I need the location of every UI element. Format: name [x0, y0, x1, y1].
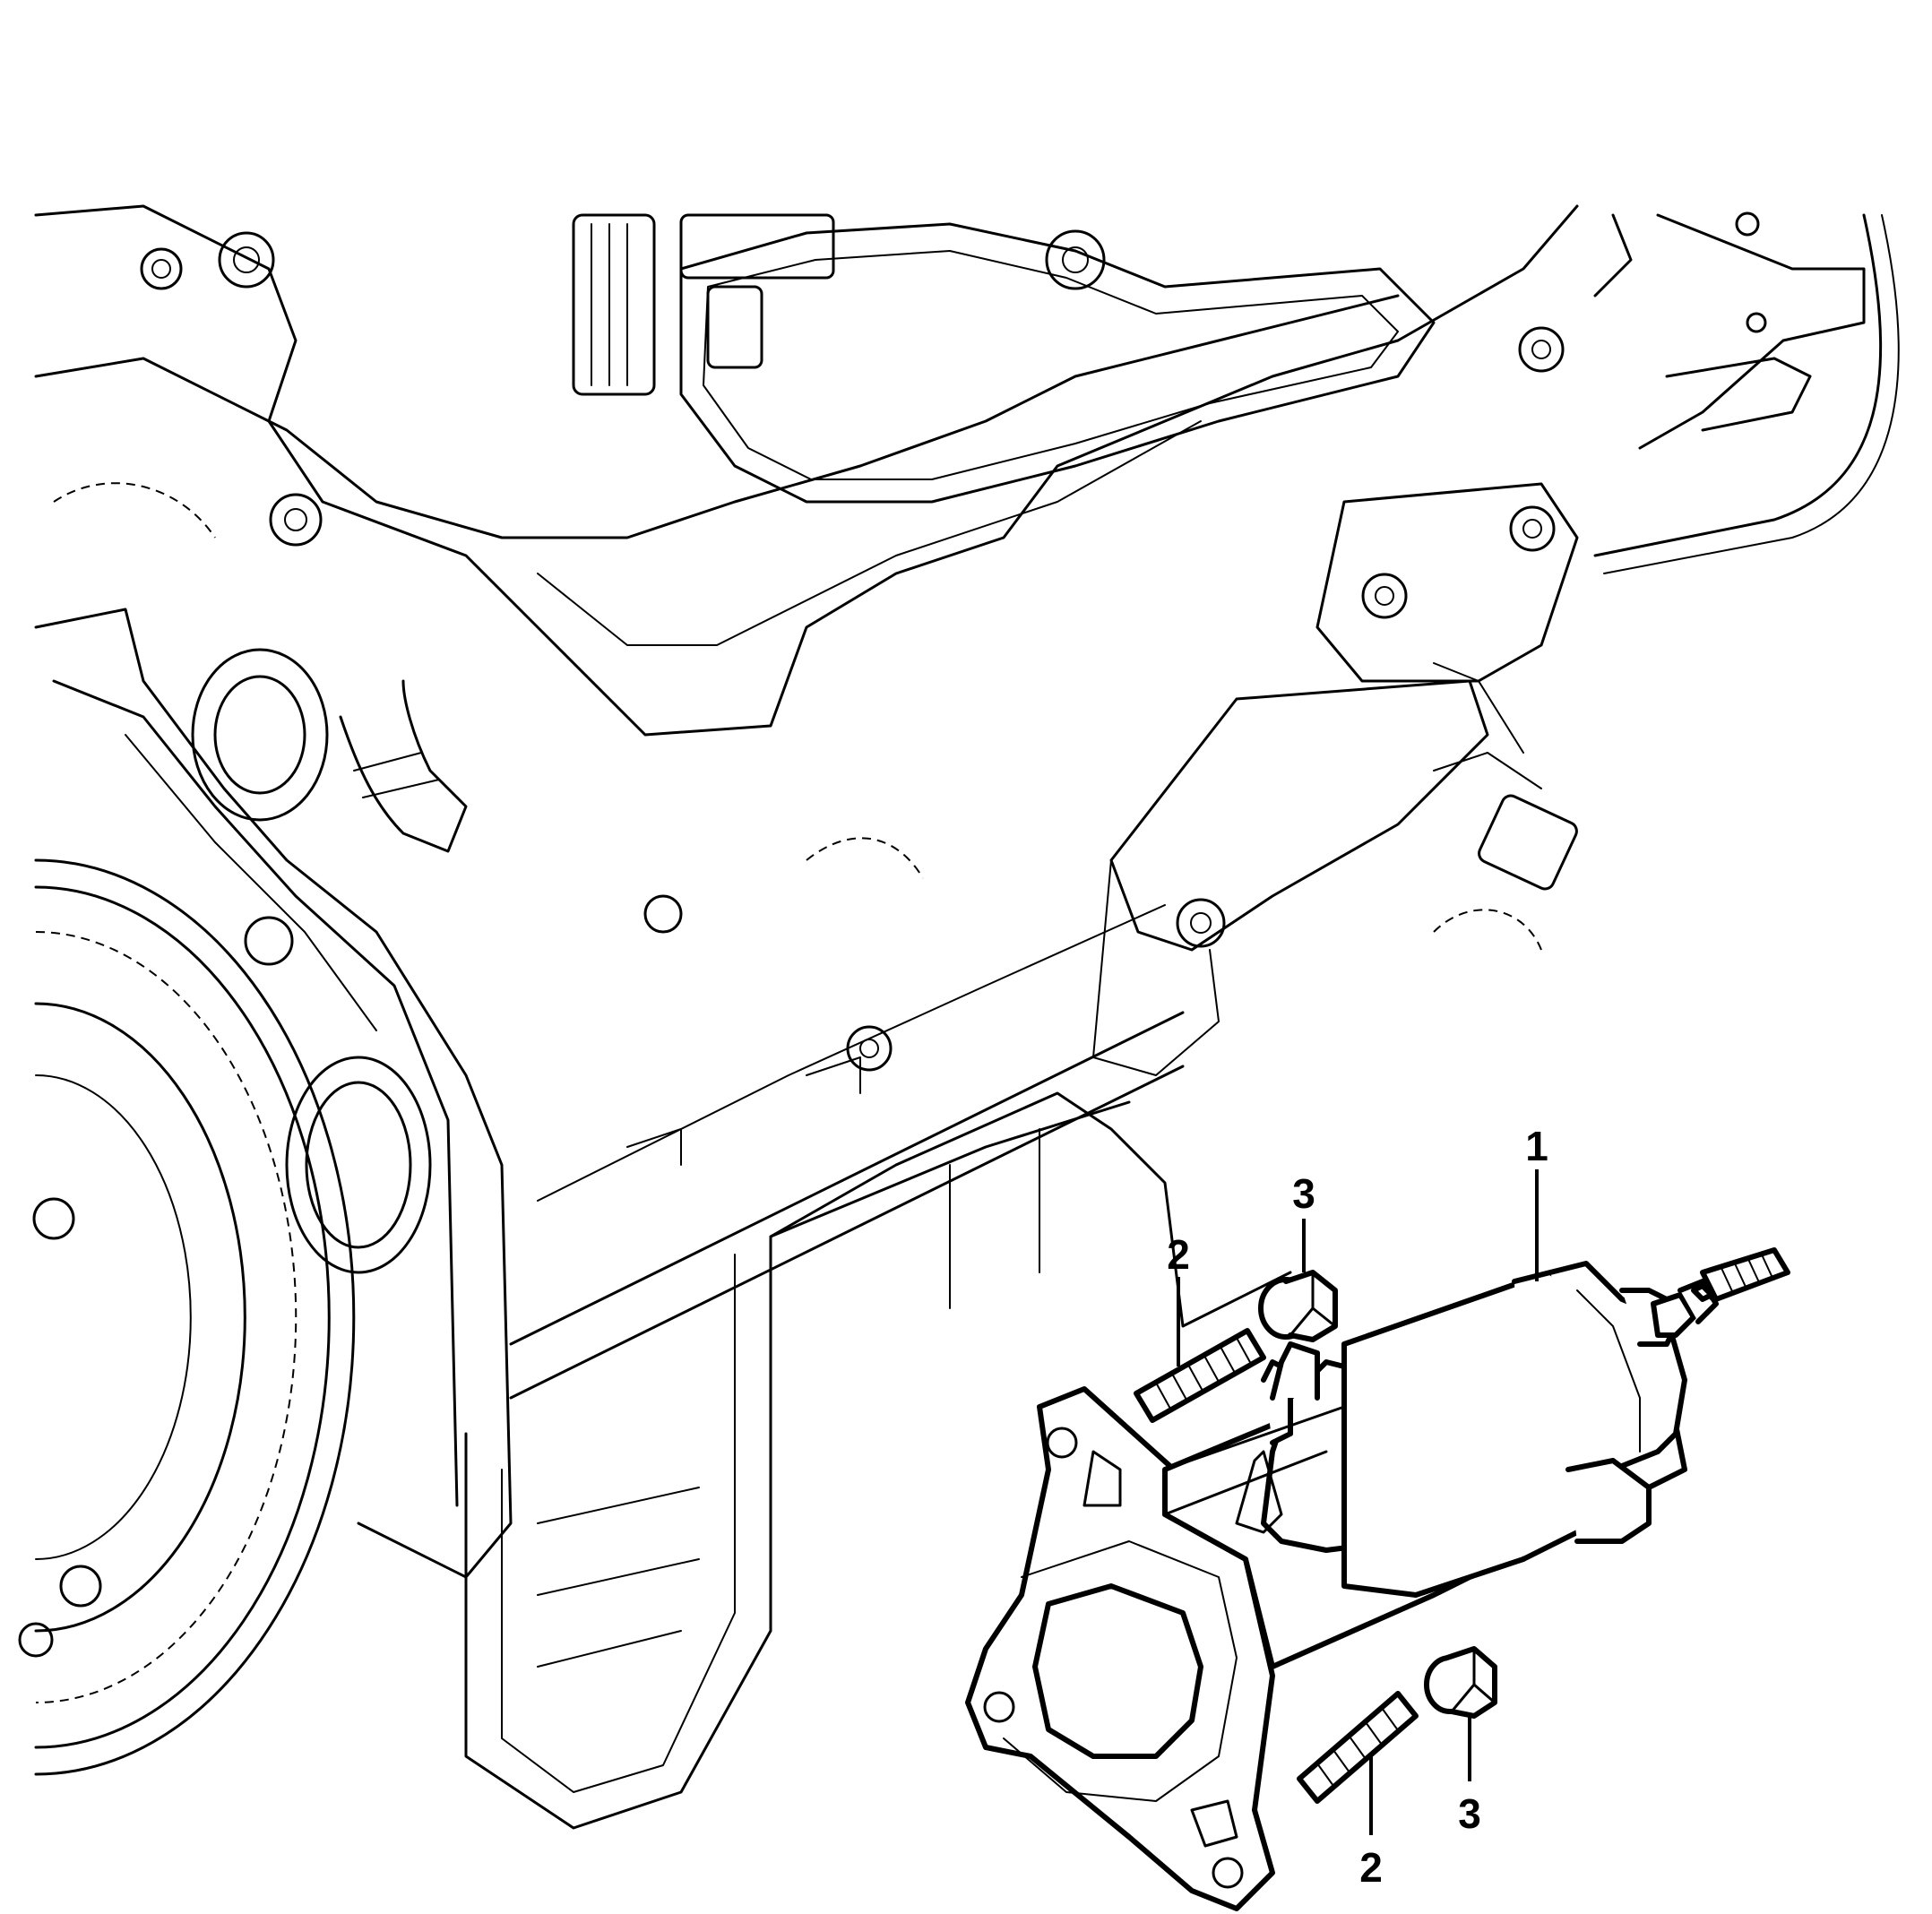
callout-labels: 1 2 2 3 3: [1167, 1123, 1548, 1891]
leader-lines: [1177, 1169, 1539, 1835]
stud-upper: [1134, 1328, 1266, 1423]
starter-terminal-stud: [1651, 1247, 1790, 1338]
stud-lower: [1297, 1691, 1419, 1804]
callout-2-upper: 2: [1167, 1231, 1190, 1278]
nut-upper: [1258, 1270, 1338, 1342]
starter-motor: [965, 1261, 1687, 1911]
flywheel: [18, 858, 356, 1776]
callout-3-upper: 3: [1292, 1170, 1315, 1217]
callout-2-lower: 2: [1359, 1844, 1383, 1891]
callout-3-lower: 3: [1458, 1790, 1481, 1837]
nut-lower: [1424, 1646, 1497, 1719]
engine-block: [34, 204, 1900, 1830]
callout-1: 1: [1525, 1123, 1548, 1169]
